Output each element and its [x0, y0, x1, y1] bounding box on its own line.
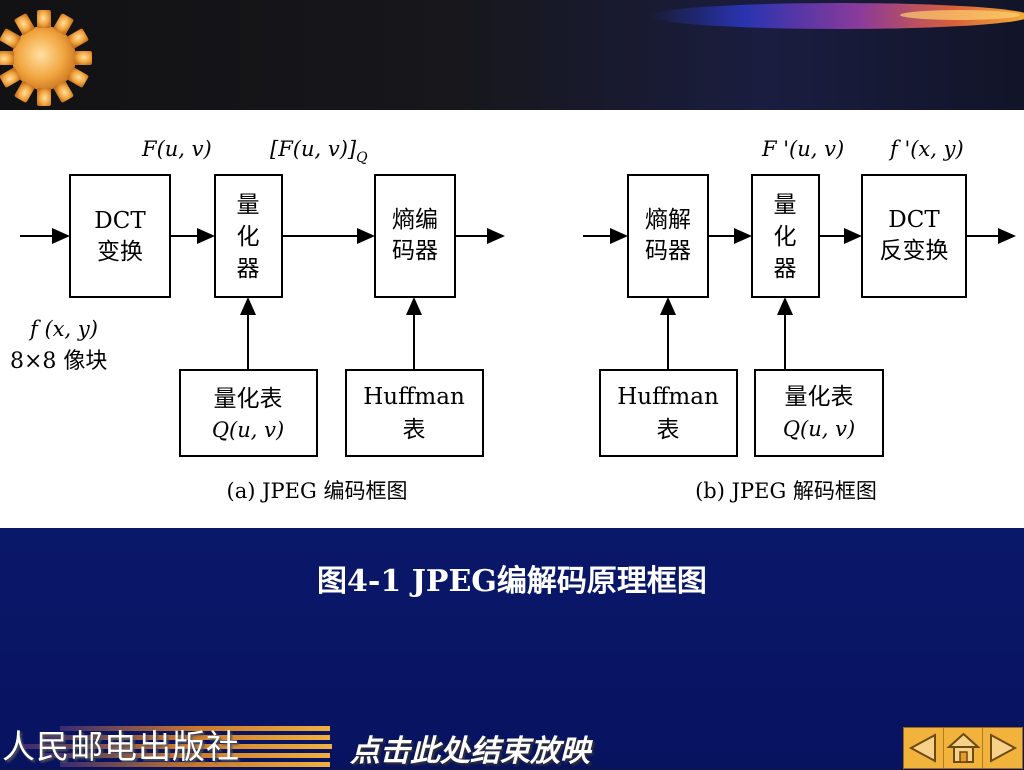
publisher-logo: 人民邮电出版社	[0, 712, 340, 768]
quant-table-box-decoder	[754, 369, 884, 457]
quant-table-box-encoder	[179, 369, 318, 457]
top-band	[0, 0, 1024, 110]
end-show-link[interactable]: 点击此处结束放映	[350, 734, 590, 769]
diagram-panel: DCT 变换 量 化 器 熵编 码器 量化表 Q(u, v) Huffman 表…	[0, 110, 1024, 528]
slide-navigation	[903, 727, 1023, 769]
publisher-name: 人民邮电出版社	[2, 727, 240, 766]
dequantizer-label-3: 器	[774, 256, 797, 282]
arrow-entropy-to-dequantizer	[734, 228, 752, 244]
arrow-quantizer-to-entropy	[357, 228, 375, 244]
arrow-quant-table-up	[240, 297, 256, 315]
quantizer-label-1: 量	[237, 192, 260, 218]
figure-title: 图4-1 JPEG编解码原理框图	[317, 564, 707, 599]
dequantizer-label-2: 化	[774, 224, 797, 250]
arrow-encoder-output	[487, 228, 505, 244]
quant-table-formula-decoder: Q(u, v)	[783, 417, 855, 441]
previous-slide-button[interactable]	[904, 728, 944, 768]
next-slide-button[interactable]	[983, 728, 1022, 768]
entropy-decoder-label-2: 码器	[645, 238, 691, 264]
huffman-table-label-decoder: 表	[657, 417, 680, 443]
gear-icon	[0, 10, 92, 106]
dct-box-label-2: 变换	[97, 239, 143, 265]
arrow-huffman-up-encoder	[406, 297, 422, 315]
publisher-stripes	[20, 726, 332, 767]
quantizer-label-3: 器	[237, 256, 260, 282]
input-signal-label: f (x, y)	[28, 317, 98, 341]
home-button[interactable]	[944, 728, 984, 768]
input-block-label: 8×8 像块	[10, 349, 107, 374]
huffman-table-label-encoder: 表	[403, 417, 426, 443]
quantizer-label-2: 化	[237, 224, 260, 250]
signal-quantized: [F(u, v)]Q	[270, 137, 368, 166]
arrow-huffman-up-decoder	[660, 297, 676, 315]
arrow-decoder-input	[610, 228, 628, 244]
huffman-label-encoder: Huffman	[363, 384, 465, 410]
quant-table-label-decoder: 量化表	[785, 384, 854, 410]
quant-table-label-encoder: 量化表	[214, 386, 283, 412]
huffman-box-encoder	[345, 369, 484, 457]
arrow-dct-to-quantizer	[197, 228, 215, 244]
arrow-decoder-output	[998, 228, 1016, 244]
comet-decoration	[650, 3, 1024, 29]
entropy-encoder-label-1: 熵编	[392, 207, 438, 233]
entropy-decoder-box	[627, 174, 709, 298]
huffman-box-decoder	[599, 369, 738, 457]
dequantizer-label-1: 量	[774, 192, 797, 218]
caption-decoder: (b) JPEG 解码框图	[695, 479, 877, 503]
jpeg-block-diagram: DCT 变换 量 化 器 熵编 码器 量化表 Q(u, v) Huffman 表…	[10, 137, 1016, 503]
dct-box-label-1: DCT	[94, 208, 146, 234]
idct-label-1: DCT	[888, 207, 940, 233]
huffman-label-decoder: Huffman	[617, 384, 719, 410]
entropy-encoder-box	[374, 174, 456, 298]
entropy-encoder-label-2: 码器	[392, 238, 438, 264]
entropy-decoder-label-1: 熵解	[645, 207, 691, 233]
dct-box	[69, 174, 171, 298]
triangle-right-icon	[990, 733, 1018, 763]
house-icon	[946, 732, 981, 763]
triangle-left-icon	[908, 733, 936, 763]
quant-table-formula-encoder: Q(u, v)	[212, 418, 284, 442]
signal-f-uv: F(u, v)	[141, 137, 212, 161]
signal-output-xy: f '(x, y)	[888, 137, 964, 161]
arrow-dequantizer-to-idct	[844, 228, 862, 244]
idct-label-2: 反变换	[880, 238, 949, 264]
signal-f-prime-uv: F '(u, v)	[761, 137, 844, 161]
idct-box	[861, 174, 967, 298]
caption-encoder: (a) JPEG 编码框图	[227, 479, 408, 503]
arrow-quant-table-up-decoder	[777, 297, 793, 315]
arrow-input	[52, 228, 70, 244]
